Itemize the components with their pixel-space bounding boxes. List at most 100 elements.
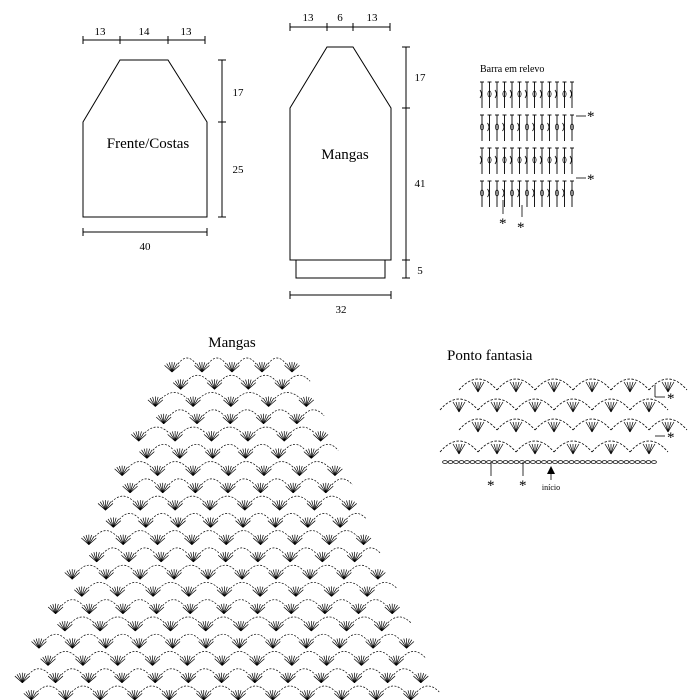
shell-stitch-motif	[291, 461, 330, 476]
relief-repeat-marker-1: *	[499, 216, 507, 232]
shell-stitch-motif	[170, 513, 205, 528]
sleeve-chart-title: Mangas	[208, 335, 256, 351]
front-armhole-height: 17	[233, 87, 245, 99]
chain-stitch	[535, 460, 542, 464]
shell-stitch-motif	[31, 633, 67, 649]
relief-band-title: Barra em relevo	[480, 64, 544, 75]
shell-stitch-motif	[127, 685, 164, 700]
chain-stitch	[442, 460, 448, 464]
shell-stitch-motif	[153, 547, 188, 563]
fancy-stitch-title: Ponto fantasia	[447, 348, 533, 364]
fancy-arch-motif	[458, 418, 498, 433]
shell-stitch-motif	[303, 443, 339, 459]
fancy-arch-motif	[610, 418, 650, 433]
sleeve-label: Mangas	[321, 147, 369, 163]
sleeve-top-width-2: 6	[337, 12, 343, 24]
shell-stitch-motif	[213, 668, 250, 683]
shell-stitch-motif	[58, 685, 95, 700]
shell-stitch-motif	[148, 599, 185, 614]
shell-stitch-motif	[185, 547, 220, 563]
shell-stitch-motif	[14, 668, 50, 683]
shell-stitch-motif	[299, 685, 337, 700]
chain-stitch	[497, 460, 503, 464]
shell-stitch-motif	[166, 564, 203, 580]
shell-stitch-motif	[204, 443, 240, 459]
shell-stitch-motif	[216, 582, 255, 597]
shell-stitch-motif	[47, 599, 84, 614]
shell-stitch-motif	[145, 582, 184, 597]
relief-band-chart: Barra em relevo * * * *	[479, 64, 595, 236]
sleeve-top-width-3: 13	[367, 12, 379, 24]
sleeve-stitch-chart: Mangas	[14, 335, 440, 700]
shell-stitch-motif	[254, 357, 287, 373]
shell-stitch-motif	[114, 461, 152, 476]
shell-stitch-motif	[388, 651, 426, 666]
shell-stitch-motif	[217, 547, 253, 563]
shell-stitch-motif	[115, 599, 151, 614]
shell-stitch-motif	[23, 685, 61, 700]
shell-stitch-motif	[122, 478, 157, 494]
shell-stitch-motif	[276, 426, 315, 442]
fancy-arch-motif	[553, 440, 593, 455]
shell-stitch-motif	[200, 564, 237, 580]
shell-stitch-motif	[184, 530, 221, 545]
fancy-repeat-marker-1: *	[487, 478, 495, 494]
shell-stitch-motif	[234, 564, 271, 580]
fancy-arch-motif	[496, 418, 536, 433]
shell-stitch-motif	[285, 478, 321, 494]
chain-stitch	[475, 460, 481, 464]
shell-stitch-motif	[267, 513, 303, 528]
fancy-arch-motif	[534, 418, 574, 433]
shell-stitch-motif	[202, 495, 240, 511]
shell-stitch-motif	[332, 633, 368, 649]
shell-stitch-motif	[182, 599, 219, 614]
chain-stitch	[640, 460, 646, 464]
shell-stitch-motif	[312, 431, 329, 442]
shell-stitch-motif	[40, 651, 78, 666]
shell-stitch-motif	[237, 443, 273, 459]
shell-stitch-motif	[81, 599, 118, 614]
shell-stitch-motif	[365, 633, 401, 649]
shell-stitch-motif	[131, 426, 170, 442]
sleeve-schematic: 13 6 13 Mangas 17 41 5 32	[289, 12, 426, 316]
shell-stitch-motif	[47, 668, 83, 683]
fancy-stitch-chart: Ponto fantasia * * * * início	[439, 348, 688, 494]
shell-stitch-motif	[98, 564, 135, 580]
chain-stitch	[579, 460, 586, 464]
shell-stitch-motif	[271, 495, 309, 511]
shell-stitch-motif	[214, 651, 252, 666]
shell-stitch-motif	[314, 547, 349, 563]
shell-stitch-motif	[268, 616, 306, 632]
shell-stitch-motif	[379, 668, 416, 683]
shell-stitch-motif	[92, 616, 130, 632]
start-arrow-icon	[547, 466, 555, 474]
shell-stitch-motif	[181, 582, 219, 597]
chain-stitch	[519, 460, 525, 464]
fancy-arch-motif	[572, 418, 612, 433]
chain-stitch	[447, 460, 454, 464]
shell-stitch-motif	[189, 409, 225, 425]
shell-stitch-motif	[147, 392, 188, 407]
shell-stitch-motif	[265, 685, 302, 700]
shell-stitch-motif	[250, 547, 285, 563]
chain-stitch	[563, 460, 569, 464]
shell-stitch-motif	[114, 668, 150, 683]
shell-stitch-motif	[81, 530, 118, 545]
shell-stitch-motif	[341, 500, 357, 511]
front-top-width-1: 13	[95, 26, 107, 38]
relief-row-marker-1: *	[587, 109, 595, 125]
shell-stitch-motif	[156, 409, 192, 425]
front-width: 40	[140, 241, 152, 253]
shell-stitch-motif	[249, 651, 287, 666]
shell-stitch-motif	[231, 633, 268, 649]
shell-stitch-motif	[57, 616, 95, 632]
chain-stitch	[453, 460, 459, 464]
fancy-arch-motif	[610, 378, 650, 393]
chain-stitch	[651, 460, 657, 464]
shell-stitch-motif	[368, 685, 406, 700]
shell-stitch-motif	[237, 495, 274, 511]
shell-stitch-motif	[203, 426, 243, 442]
fancy-stitch-motifs	[439, 378, 688, 464]
fancy-arch-motif	[477, 398, 517, 413]
shell-stitch-motif	[256, 461, 294, 476]
